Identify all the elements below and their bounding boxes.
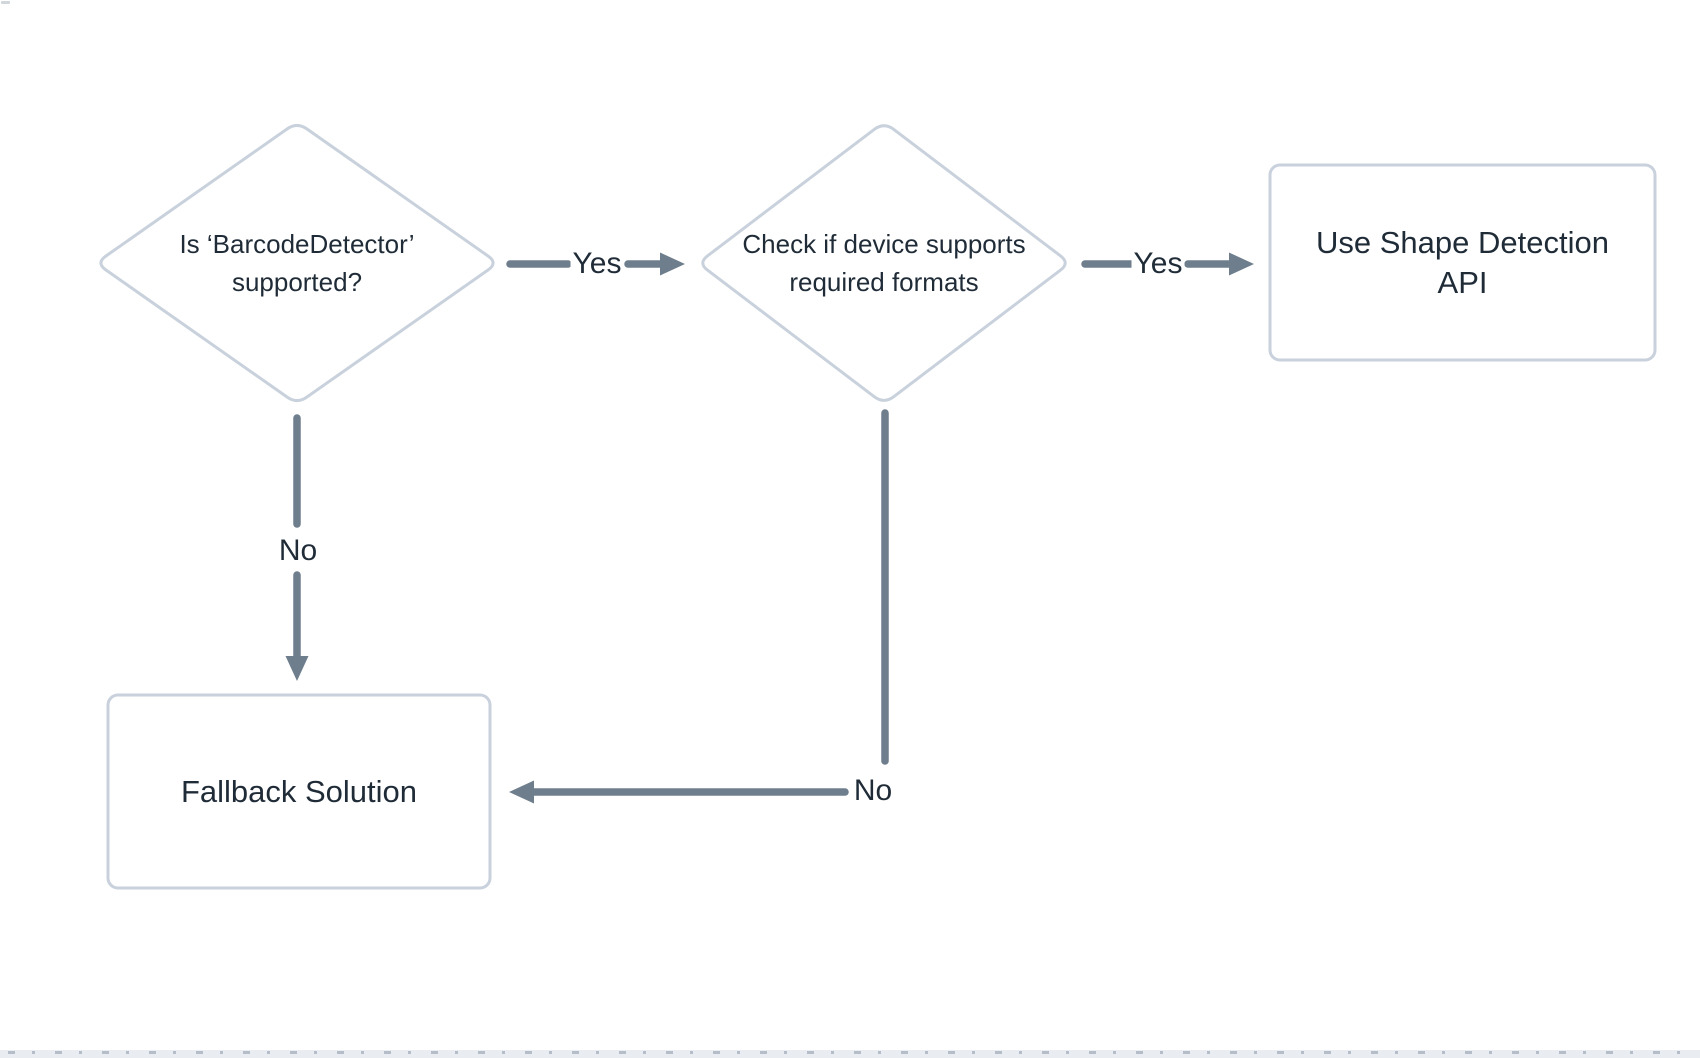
edge-label-no-1: No xyxy=(276,534,320,568)
process-use-shape-detection-api-label-line2: API xyxy=(1437,264,1488,300)
edge-label-yes-1: Yes xyxy=(570,247,624,281)
bottom-edge-strip xyxy=(0,1050,1700,1058)
edge-no-1-arrowhead-icon xyxy=(285,656,309,681)
process-box-use-shape-detection-api xyxy=(1268,163,1657,362)
decision-barcode-supported-label-line1: Is ‘BarcodeDetector’ xyxy=(179,229,415,259)
process-use-shape-detection-api-label: Use Shape Detection API xyxy=(1270,165,1655,360)
edge-yes-1-arrowhead-icon xyxy=(660,252,685,276)
process-fallback-solution-label: Fallback Solution xyxy=(108,695,490,888)
edge-yes-2-arrowhead-icon xyxy=(1229,252,1254,276)
process-box-fallback-solution xyxy=(106,693,492,890)
process-fallback-solution-label-line1: Fallback Solution xyxy=(180,773,418,809)
process-use-shape-detection-api-label-line1: Use Shape Detection xyxy=(1316,224,1609,260)
edge-no-2-arrowhead-icon xyxy=(509,780,534,804)
top-left-edge-artifact xyxy=(1,1,10,4)
decision-device-formats-label: Check if device supports required format… xyxy=(704,225,1064,301)
decision-barcode-supported-label-line2: supported? xyxy=(231,267,363,297)
edge-label-yes-2: Yes xyxy=(1131,247,1185,281)
decision-diamond-device-formats xyxy=(701,124,1067,402)
decision-diamond-barcode-supported xyxy=(99,123,495,403)
decision-barcode-supported-label: Is ‘BarcodeDetector’ supported? xyxy=(117,225,477,301)
edge-label-no-2: No xyxy=(851,774,895,808)
decision-device-formats-label-line2: required formats xyxy=(789,267,979,297)
decision-device-formats-label-line1: Check if device supports xyxy=(742,229,1026,259)
